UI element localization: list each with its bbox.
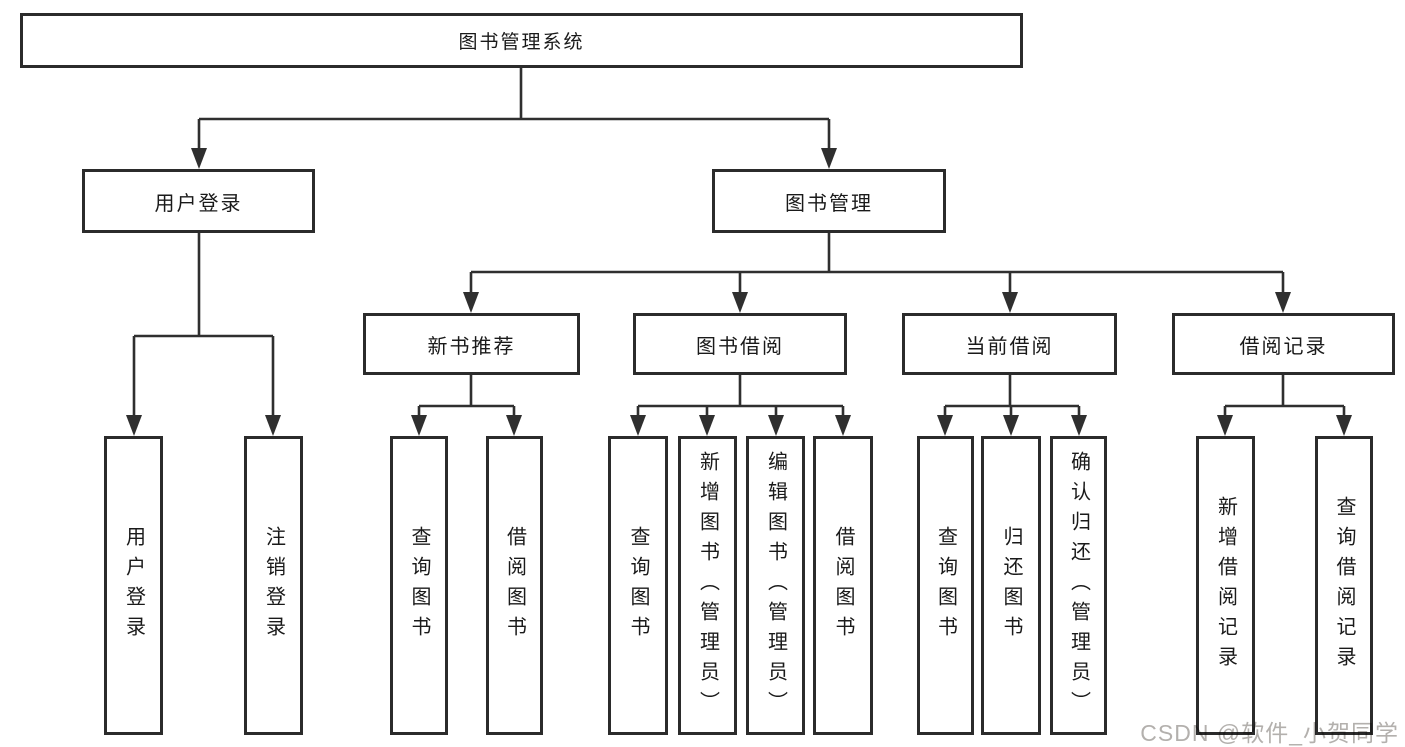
leaf-borrow-books-label: 借阅图书 bbox=[832, 525, 854, 646]
node-new-book-recommend-label: 新书推荐 bbox=[427, 335, 516, 358]
connector-book-borrow-split bbox=[630, 375, 851, 436]
leaf-user-login-label: 用户登录 bbox=[122, 525, 145, 646]
node-user-login-label: 用户登录 bbox=[154, 192, 243, 215]
connector-book-management-split bbox=[463, 233, 1291, 313]
node-book-management-label: 图书管理 bbox=[785, 192, 873, 215]
leaf-edit-book-admin: 编辑图书（管理员） bbox=[746, 436, 805, 735]
node-root: 图书管理系统 bbox=[20, 13, 1023, 68]
leaf-logout-label: 注销登录 bbox=[262, 525, 285, 646]
connector-borrow-records-split bbox=[1217, 375, 1352, 436]
leaf-return-books: 归还图书 bbox=[981, 436, 1041, 735]
leaf-query-books-borrow-label: 查询图书 bbox=[627, 525, 649, 646]
node-current-borrow-label: 当前借阅 bbox=[965, 335, 1054, 358]
leaf-query-books-current-label: 查询图书 bbox=[934, 525, 957, 646]
connector-new-book-split bbox=[411, 375, 522, 436]
leaf-edit-book-admin-label: 编辑图书（管理员） bbox=[764, 450, 787, 721]
node-root-label: 图书管理系统 bbox=[458, 32, 585, 53]
watermark-text: CSDN @软件_小贺同学 bbox=[1140, 720, 1399, 746]
node-book-borrow: 图书借阅 bbox=[633, 313, 847, 375]
leaf-confirm-return-admin-label: 确认归还（管理员） bbox=[1067, 450, 1090, 721]
leaf-borrow-books-recommend: 借阅图书 bbox=[486, 436, 543, 735]
leaf-query-books-recommend-label: 查询图书 bbox=[408, 525, 430, 646]
leaf-user-login: 用户登录 bbox=[104, 436, 163, 735]
node-borrow-records: 借阅记录 bbox=[1172, 313, 1395, 375]
leaf-add-book-admin-label: 新增图书（管理员） bbox=[696, 450, 719, 721]
node-book-borrow-label: 图书借阅 bbox=[696, 335, 784, 358]
node-new-book-recommend: 新书推荐 bbox=[363, 313, 580, 375]
node-current-borrow: 当前借阅 bbox=[902, 313, 1117, 375]
leaf-confirm-return-admin: 确认归还（管理员） bbox=[1050, 436, 1107, 735]
node-borrow-records-label: 借阅记录 bbox=[1239, 335, 1328, 358]
leaf-query-books-recommend: 查询图书 bbox=[390, 436, 448, 735]
connector-root-split bbox=[191, 68, 837, 169]
connector-user-login-split bbox=[126, 233, 281, 436]
leaf-return-books-label: 归还图书 bbox=[1000, 525, 1022, 646]
leaf-borrow-books: 借阅图书 bbox=[813, 436, 873, 735]
leaf-query-borrow-record-label: 查询借阅记录 bbox=[1333, 495, 1355, 676]
connector-current-borrow-split bbox=[937, 375, 1087, 436]
leaf-add-borrow-record-label: 新增借阅记录 bbox=[1214, 495, 1237, 676]
node-book-management: 图书管理 bbox=[712, 169, 946, 233]
leaf-add-borrow-record: 新增借阅记录 bbox=[1196, 436, 1255, 735]
leaf-query-books-current: 查询图书 bbox=[917, 436, 974, 735]
leaf-add-book-admin: 新增图书（管理员） bbox=[678, 436, 737, 735]
leaf-query-books-borrow: 查询图书 bbox=[608, 436, 668, 735]
node-user-login: 用户登录 bbox=[82, 169, 315, 233]
leaf-logout: 注销登录 bbox=[244, 436, 303, 735]
leaf-borrow-books-recommend-label: 借阅图书 bbox=[503, 525, 526, 646]
leaf-query-borrow-record: 查询借阅记录 bbox=[1315, 436, 1373, 735]
